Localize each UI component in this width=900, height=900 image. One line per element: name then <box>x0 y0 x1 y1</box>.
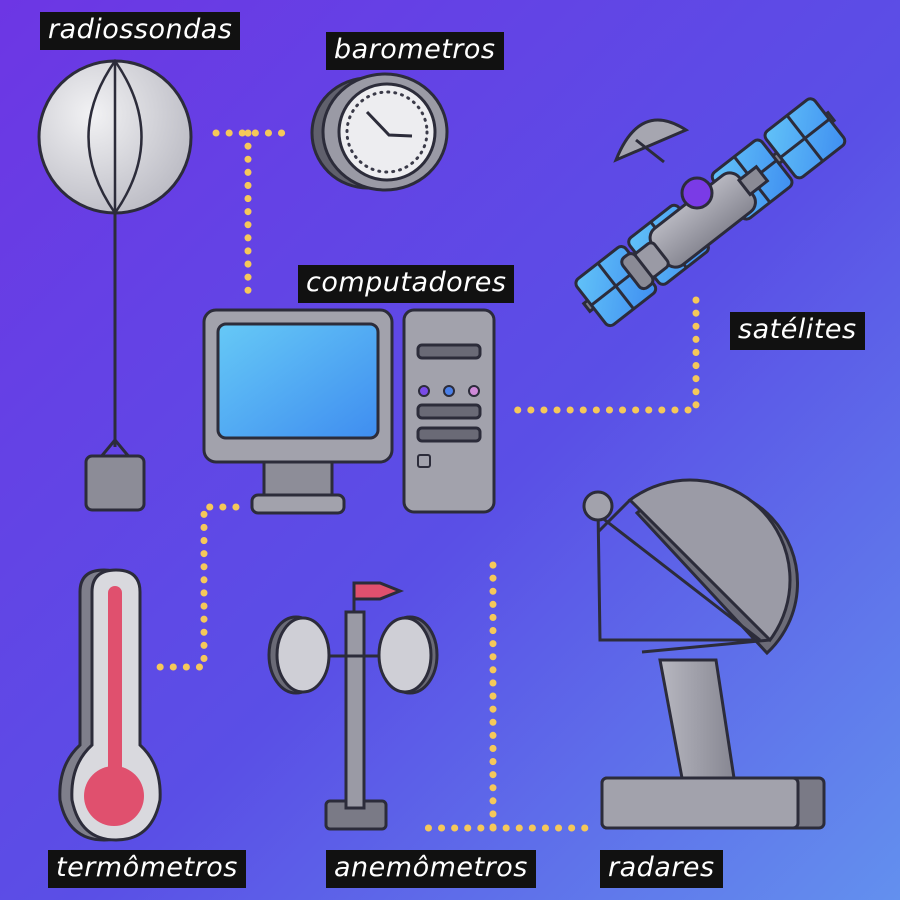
label-anemometers: anemômetros <box>326 850 536 888</box>
computer-icon <box>202 308 496 515</box>
connector-satellite-computer <box>504 296 700 414</box>
thermometer-icon <box>58 568 162 842</box>
anemometer-icon <box>267 581 439 831</box>
label-radars: radares <box>600 850 723 888</box>
label-barometers: barometros <box>326 32 504 70</box>
label-satellites: satélites <box>730 312 865 350</box>
label-radiosondes: radiossondas <box>40 12 241 50</box>
radiosonde-icon <box>37 58 193 512</box>
label-thermometers: termômetros <box>48 850 246 888</box>
connectors <box>148 129 700 832</box>
connector-computer-thermometer <box>148 503 240 671</box>
radar-dish-icon <box>582 478 826 830</box>
label-computers: computadores <box>298 265 515 303</box>
barometer-icon <box>310 72 449 192</box>
satellite-icon <box>574 97 847 328</box>
